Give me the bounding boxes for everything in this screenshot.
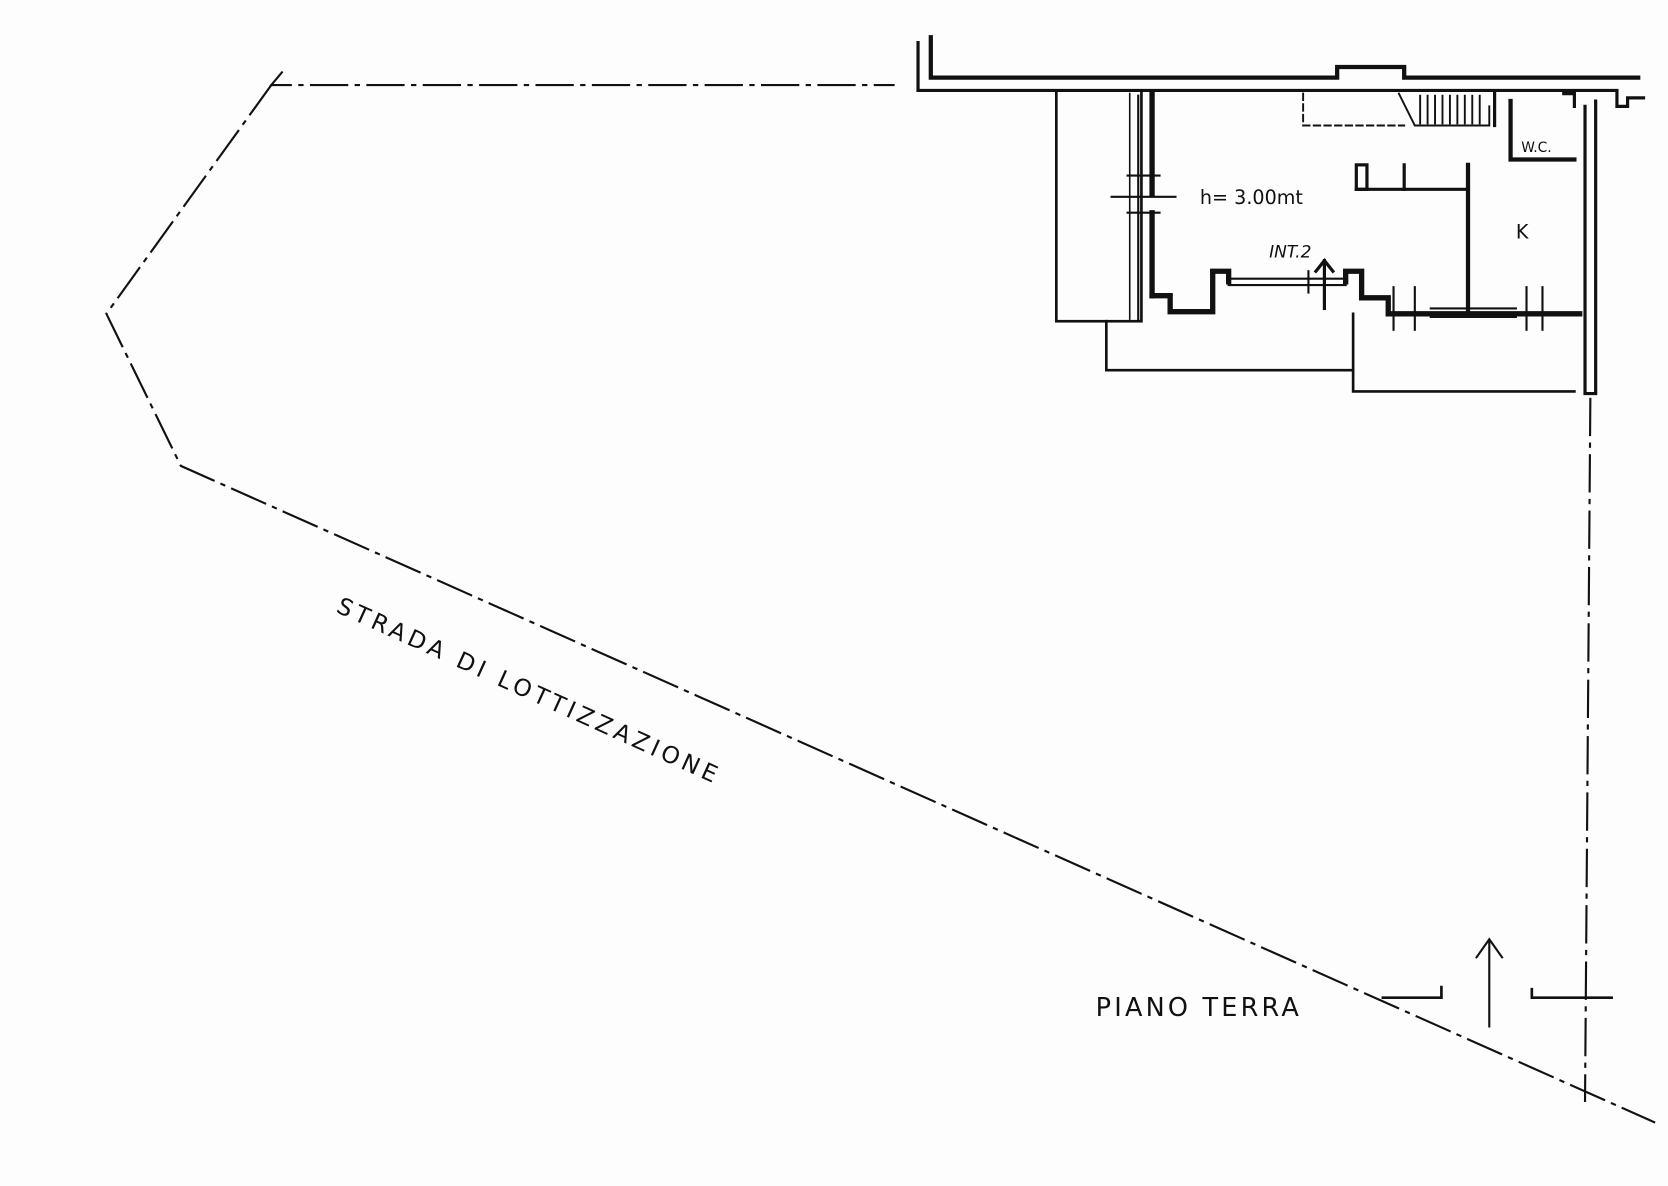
- main-walls: [1137, 90, 1598, 396]
- kitchen-label: K: [1516, 220, 1529, 243]
- road-label: STRADA DI LOTTIZZAZIONE: [333, 592, 726, 791]
- terraces: [1104, 312, 1576, 393]
- wc-label: W.C.: [1521, 140, 1552, 156]
- entrance-arrow-icon: [1313, 258, 1336, 311]
- property-boundary: [105, 70, 1656, 1124]
- left-annex: [1054, 89, 1143, 323]
- plan-title: PIANO TERRA: [1096, 993, 1302, 1023]
- ceiling-height-label: h= 3.00mt: [1200, 186, 1303, 209]
- window-main: [1110, 92, 1544, 331]
- section-markers: [1381, 985, 1613, 1000]
- top-wall: [916, 35, 1646, 108]
- north-arrow-icon: [1475, 937, 1504, 1028]
- unit-label: INT.2: [1269, 242, 1311, 262]
- staircase: [1302, 92, 1491, 127]
